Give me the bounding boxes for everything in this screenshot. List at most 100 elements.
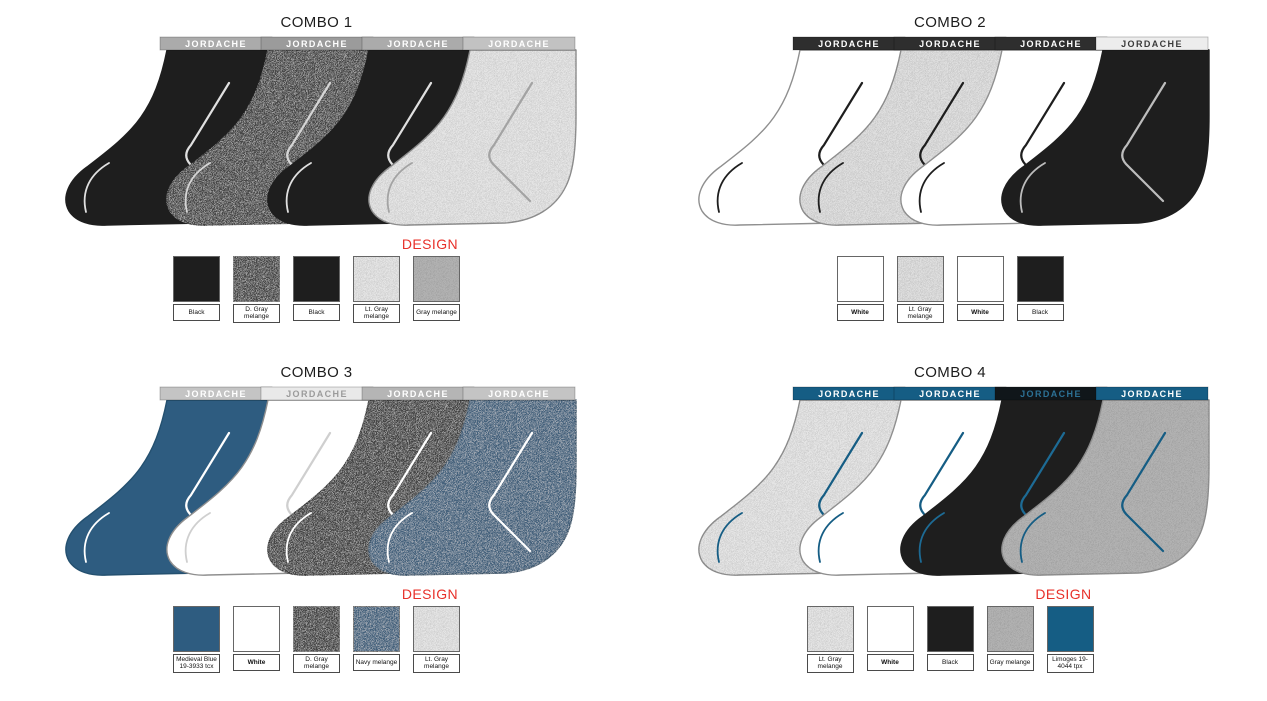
swatch-color-fill [413,256,460,302]
swatch-color-fill [293,256,340,302]
swatch-color-fill [173,256,220,302]
swatch-color-box [986,606,1034,652]
heel-accent-line [487,431,533,553]
heel-accent-line [285,431,331,553]
heel-accent-line [184,81,230,203]
heel-accent-line [386,81,432,203]
design-label: DESIGN [401,586,458,602]
brand-label: JORDACHE [1020,389,1082,399]
toe-accent-line [386,512,413,563]
heel-accent-line [487,81,533,203]
swatch-color-box [1046,606,1094,652]
swatch-color-fill [353,256,400,302]
swatch-row: White Lt. Gray melange White Black [836,256,1064,323]
swatch-color-box [173,256,220,302]
swatch-label: Medieval Blue 19-3933 tcx [173,654,220,673]
heel-accent-line [818,431,864,553]
color-swatch: Navy melange [353,606,400,673]
swatch-label: White [836,304,884,321]
combo-title: COMBO 2 [914,14,986,31]
brand-label: JORDACHE [185,39,247,49]
sock-row-illustration: JORDACHE JORDACHE JORDACHE JORDACHE [64,386,577,576]
brand-label: JORDACHE [185,389,247,399]
brand-label: JORDACHE [387,389,449,399]
swatch-color-box [413,256,460,302]
brand-label: JORDACHE [387,39,449,49]
color-swatch: Lt. Gray melange [413,606,460,673]
swatch-label: Lt. Gray melange [896,304,944,323]
swatch-label: Gray melange [986,654,1034,671]
swatch-color-fill [353,606,400,652]
swatch-color-box [233,606,280,652]
swatch-color-fill [926,606,974,652]
swatch-label: Gray melange [413,304,460,321]
sock: JORDACHE [1001,386,1210,576]
design-label: DESIGN [401,236,458,252]
color-swatch: Black [293,256,340,323]
swatch-label: Lt. Gray melange [353,304,400,323]
brand-label: JORDACHE [818,39,880,49]
swatch-color-box [836,256,884,302]
heel-accent-line [184,431,230,553]
toe-accent-line [817,512,844,563]
swatch-color-fill [233,606,280,652]
toe-accent-line [716,162,743,213]
heel-accent-line [1121,81,1167,203]
toe-accent-line [285,162,312,213]
toe-accent-line [918,162,945,213]
heel-accent-line [285,81,331,203]
toe-accent-line [386,162,413,213]
swatch-color-fill [1016,256,1064,302]
swatch-color-fill [866,606,914,652]
swatch-color-box [293,256,340,302]
swatch-row: Black D. Gray melange Black Lt. Gray mel… [173,256,460,323]
color-swatch: D. Gray melange [233,256,280,323]
swatch-color-fill [806,606,854,652]
toe-accent-line [285,512,312,563]
sock: JORDACHE [367,386,577,576]
swatch-color-box [173,606,220,652]
heel-accent-line [1121,431,1167,553]
swatch-row: Medieval Blue 19-3933 tcx White D. Gray … [173,606,460,673]
color-swatch: Lt. Gray melange [806,606,854,673]
swatch-color-box [926,606,974,652]
swatch-color-fill [413,606,460,652]
swatch-label: Black [926,654,974,671]
brand-label: JORDACHE [818,389,880,399]
color-swatch: Limoges 19-4044 tpx [1046,606,1094,673]
design-label: DESIGN [1035,586,1092,602]
heel-accent-line [1020,81,1066,203]
color-swatch: White [836,256,884,323]
swatch-label: Navy melange [353,654,400,671]
swatch-label: Limoges 19-4044 tpx [1046,654,1094,673]
swatch-row: Lt. Gray melange White Black Gray melang… [806,606,1094,673]
swatch-label: White [956,304,1004,321]
swatch-color-box [896,256,944,302]
toe-accent-line [716,512,743,563]
brand-label: JORDACHE [286,39,348,49]
color-swatch: Lt. Gray melange [896,256,944,323]
swatch-label: Lt. Gray melange [413,654,460,673]
toe-accent-line [83,162,110,213]
combo-lower: DESIGN Lt. Gray melange White Black Gray… [806,583,1094,673]
toe-accent-line [1019,512,1046,563]
swatch-color-box [293,606,340,652]
toe-accent-line [184,162,211,213]
brand-label: JORDACHE [286,389,348,399]
heel-accent-line [919,81,965,203]
swatch-color-fill [956,256,1004,302]
swatch-label: D. Gray melange [293,654,340,673]
swatch-color-fill [836,256,884,302]
swatch-color-box [353,606,400,652]
brand-label: JORDACHE [488,389,550,399]
combo-lower: DESIGN Medieval Blue 19-3933 tcx White D… [173,583,460,673]
toe-accent-line [918,512,945,563]
swatch-color-box [806,606,854,652]
swatch-color-fill [986,606,1034,652]
sock-cuff-band [1095,386,1209,401]
